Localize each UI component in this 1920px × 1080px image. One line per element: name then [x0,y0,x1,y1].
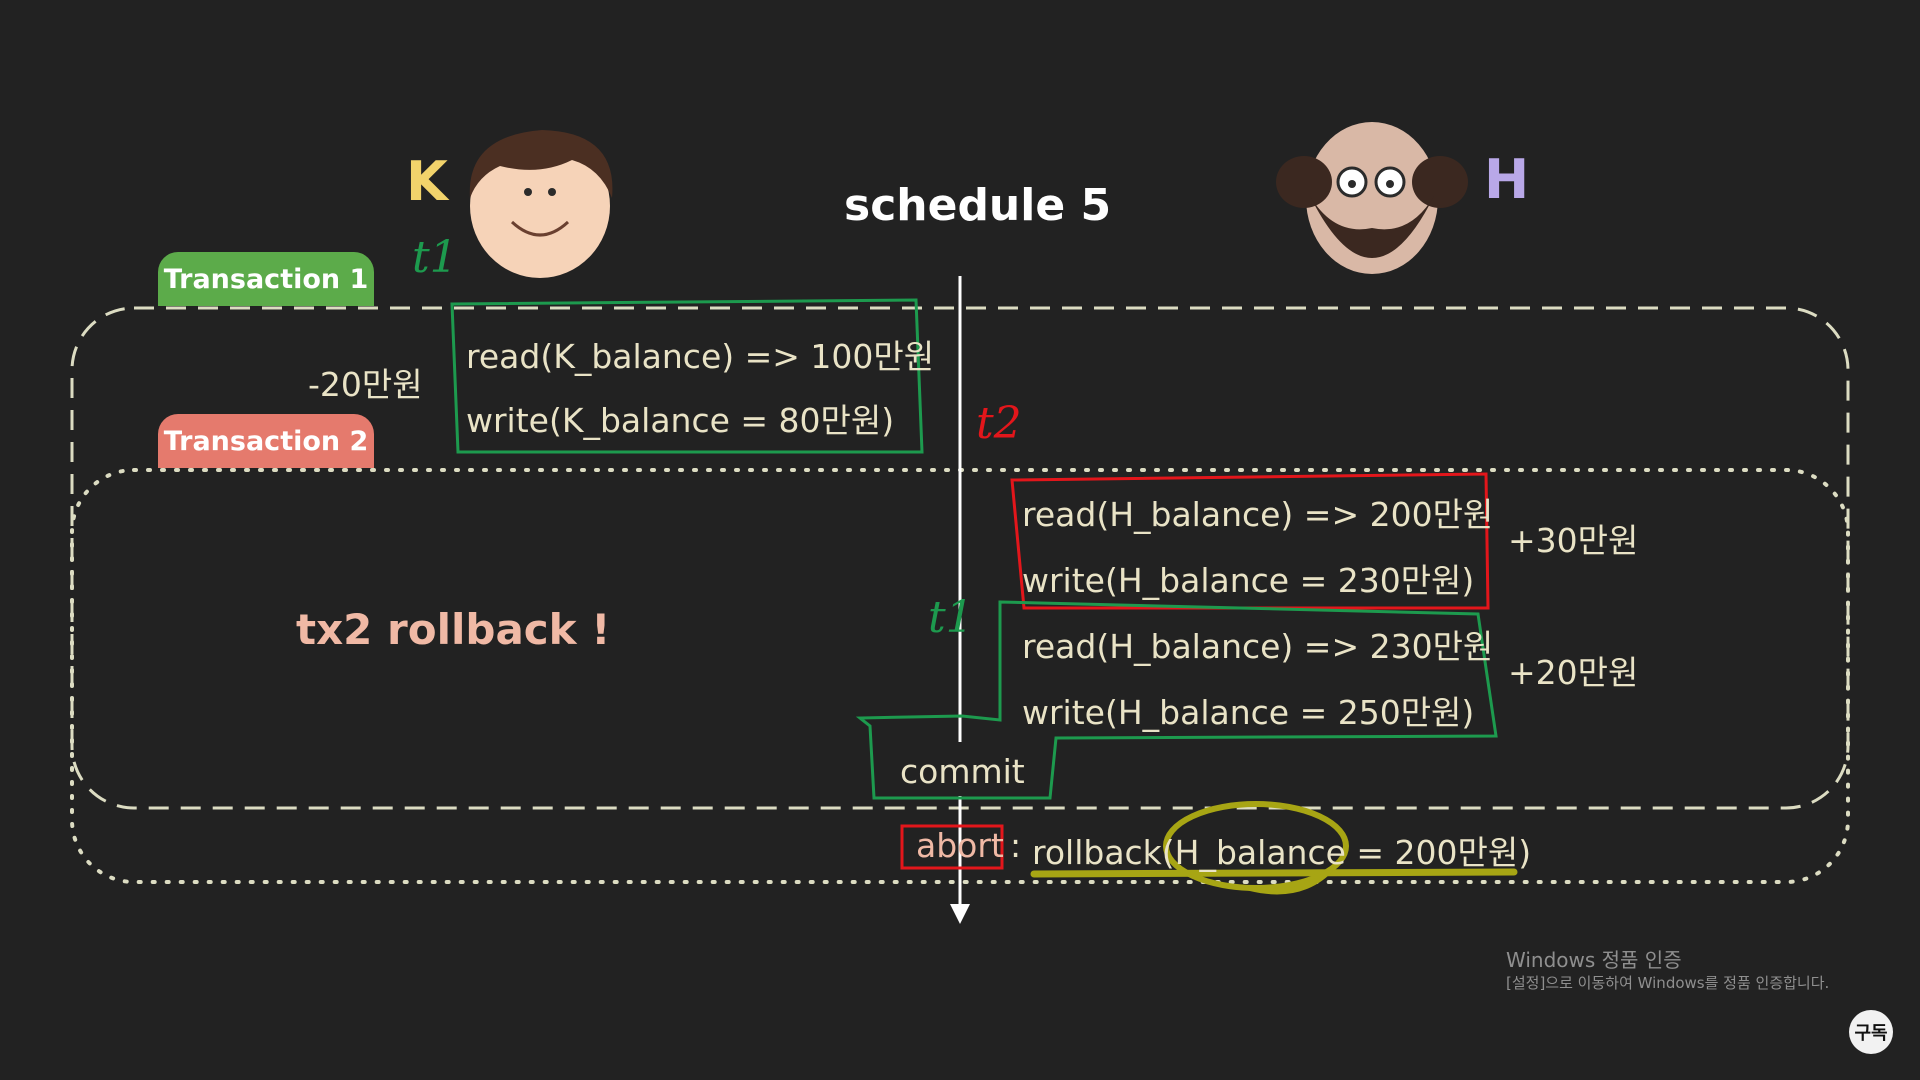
subscribe-button[interactable]: 구독 [1849,1010,1893,1054]
yellow-tail-scribble [1247,867,1333,895]
k-face-avatar [469,130,613,278]
person-k-label: K [406,150,448,213]
green-box-k-ops [450,298,924,454]
rollback-statement: rollback(H_balance = 200만원) [1032,833,1532,872]
k-write-op: write(K_balance = 80만원) [466,401,895,440]
tx2-h-write-op: write(H_balance = 230만원) [1022,561,1475,600]
k-read-op: read(K_balance) => 100만원 [466,337,935,376]
abort-separator: : [1010,826,1022,865]
red-box-abort [900,824,1004,870]
rollback-message: tx2 rollback ! [296,605,611,654]
handwritten-t1-mid: t1 [928,592,974,643]
windows-activation-subtitle: [설정]으로 이동하여 Windows를 정품 인증합니다. [1506,974,1830,992]
tx1-delta: +20만원 [1508,653,1639,692]
commit-label: commit [900,752,1025,791]
tx1-h-write-op: write(H_balance = 250만원) [1022,693,1475,732]
handwritten-t2: t2 [976,398,1022,449]
tx2-h-read-op: read(H_balance) => 200만원 [1022,495,1494,534]
tx1-h-read-op: read(H_balance) => 230만원 [1022,627,1494,666]
red-box-tx2-ops [1010,472,1490,610]
timeline-arrow-head [950,904,970,924]
tx2-delta: +30만원 [1508,521,1639,560]
yellow-underline [1030,868,1518,878]
transaction-1-tab: Transaction 1 [158,252,374,306]
green-box-tx1-ops [855,600,1498,800]
person-h-label: H [1484,148,1530,211]
handwritten-t1-top: t1 [412,232,458,283]
transaction-2-tab: Transaction 2 [158,414,374,468]
k-delta: -20만원 [308,365,423,404]
h-face-avatar [1276,122,1468,274]
abort-label: abort [916,826,1004,865]
diagram-title: schedule 5 [844,180,1112,231]
windows-activation-title: Windows 정품 인증 [1506,948,1682,972]
